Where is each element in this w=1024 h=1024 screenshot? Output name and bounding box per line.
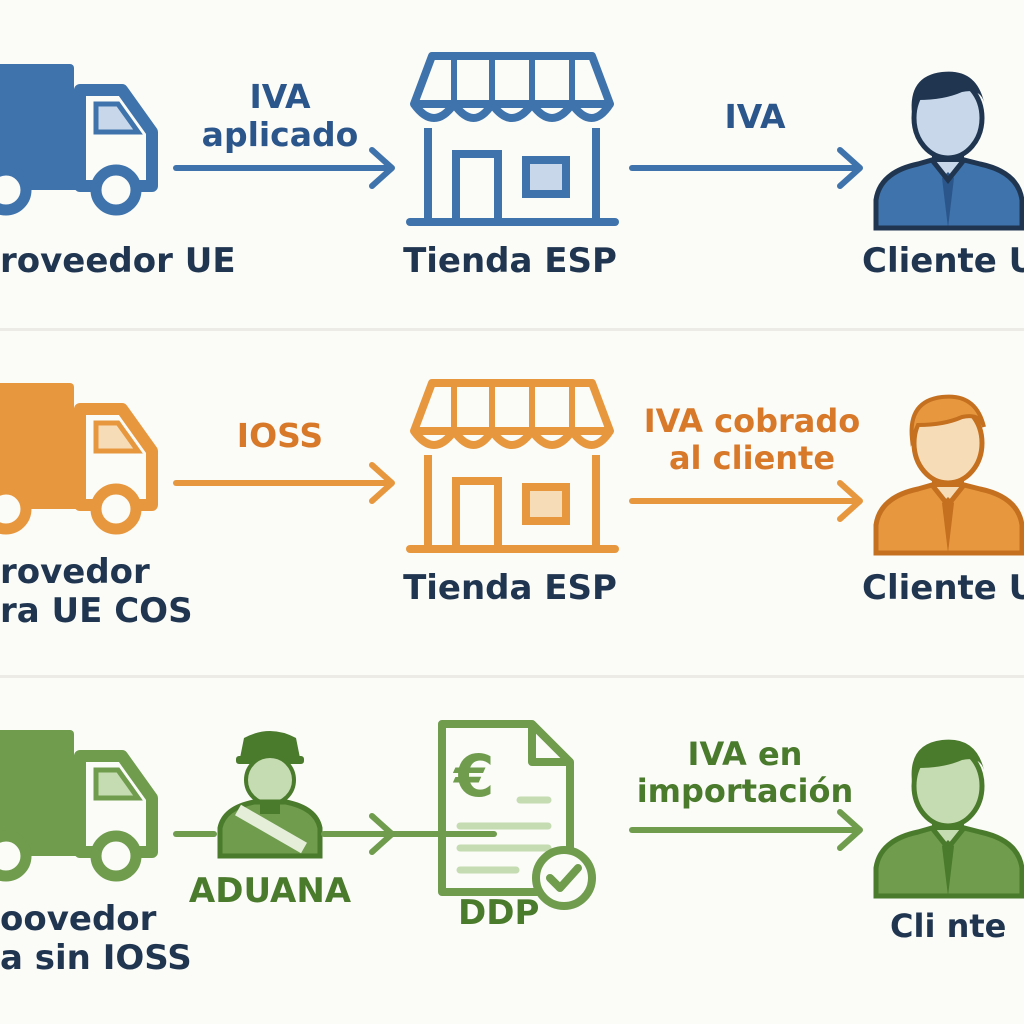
flow-row-ue: roveedor UE IVA aplicado Tienda ESP IVA xyxy=(0,0,1024,328)
flow-row-sin-ioss: oovedor a sin IOSS ADUANA € DDP xyxy=(0,680,1024,1024)
truck-icon xyxy=(0,64,158,216)
arrow-customs-to-document xyxy=(173,813,497,855)
arrow-label-iva-aplicado: IVA aplicado xyxy=(201,77,359,154)
arrow-document-to-client xyxy=(629,809,863,851)
flow-row-ioss: rovedor ra UE COS IOSS Tienda ESP IVA co… xyxy=(0,333,1024,675)
customer-icon xyxy=(873,739,1024,899)
arrow-label-iva-importacion: IVA en importación xyxy=(636,735,854,810)
invoice-document-icon: € xyxy=(438,720,596,910)
check-badge-icon xyxy=(532,846,596,910)
supplier-label: oovedor a sin IOSS xyxy=(0,899,192,979)
arrow-label-iva: IVA xyxy=(724,97,786,136)
arrow-store-to-client xyxy=(629,147,863,189)
client-label: Cli nte xyxy=(890,907,1007,945)
arrow-label-ioss: IOSS xyxy=(236,416,324,455)
store-label: Tienda ESP xyxy=(403,241,617,281)
document-label: DDP xyxy=(458,893,540,933)
customs-officer-icon xyxy=(217,731,323,859)
arrow-label-iva-cobrado: IVA cobrado al cliente xyxy=(643,402,861,477)
store-label: Tienda ESP xyxy=(403,568,617,608)
truck-icon xyxy=(0,730,158,882)
client-label: Cliente U xyxy=(862,241,1024,281)
row-separator xyxy=(0,328,1024,331)
customs-label: ADUANA xyxy=(188,871,352,911)
truck-icon xyxy=(0,383,158,535)
store-icon xyxy=(406,52,619,226)
supplier-label: rovedor ra UE COS xyxy=(0,552,193,632)
store-icon xyxy=(406,379,619,553)
supplier-label: roveedor UE xyxy=(0,241,236,281)
euro-symbol: € xyxy=(452,742,494,810)
row-separator xyxy=(0,675,1024,678)
client-label: Cliente U xyxy=(862,568,1024,608)
arrow-supplier-to-store xyxy=(173,462,395,504)
arrow-supplier-to-store xyxy=(173,147,395,189)
customer-icon xyxy=(873,394,1024,556)
customer-icon xyxy=(873,71,1024,231)
arrow-store-to-client xyxy=(629,480,863,522)
